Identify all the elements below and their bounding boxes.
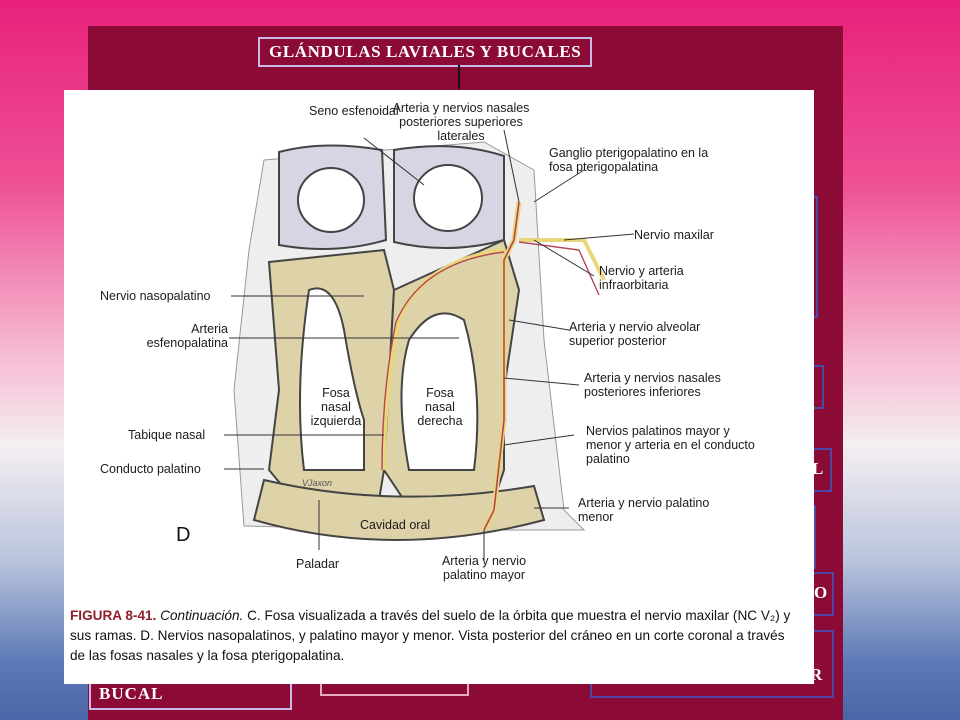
box-bucal-label: BUCAL [99,684,164,703]
artery-infraorbital [518,241,600,296]
label-nasales-posteriores-inferiores: Arteria y nervios nasales posteriores in… [584,371,721,399]
slide-title: GLÁNDULAS LAVIALES Y BUCALES [258,37,593,67]
box-right-3-label: L [812,459,825,478]
panel-letter: D [176,524,191,546]
label-nervio-nasopalatino: Nervio nasopalatino [100,289,211,303]
artery-nasopalatine [381,251,505,471]
label-paladar: Paladar [296,557,340,571]
figure-caption: FIGURA 8-41. Continuación. C. Fosa visua… [70,606,802,666]
label-tabique-nasal: Tabique nasal [128,428,206,442]
label-ganglio: Ganglio pterigopalatino en la fosa pteri… [549,146,709,174]
caption-label: FIGURA 8-41. [70,608,157,623]
leader-lines [224,129,635,560]
illustrator-signature: VJaxon [302,478,333,488]
label-fosa-izquierda: Fosa nasal izquierda [310,386,362,428]
title-connector-line [458,65,460,89]
label-palatinos-mayor-menor: Nervios palatinos mayor y menor y arteri… [586,424,755,466]
label-cavidad-oral: Cavidad oral [360,518,431,532]
label-alveolar-superior-posterior: Arteria y nervio alveolar superior poste… [569,320,701,348]
label-arteria-esfenopalatina: Arteria esfenopalatina [146,322,228,350]
nerve-maxillary [519,238,606,281]
label-arteria-palatino-menor: Arteria y nervio palatino menor [578,496,710,524]
label-conducto-palatino: Conducto palatino [100,462,201,476]
artery-main [483,201,520,531]
anatomy-illustration [224,129,635,560]
sinus-cavity-right [413,164,483,232]
label-arteria-nasales-superiores: Arteria y nervios nasales posteriores su… [392,101,530,143]
left-fossa [299,287,365,471]
label-nervio-arteria-infraorbitaria: Nervio y arteria infraorbitaria [599,264,684,292]
caption-continuation: Continuación. [160,608,244,623]
label-arteria-palatino-mayor: Arteria y nervio palatino mayor [441,554,527,582]
anatomy-figure: Seno esfenoidal Arteria y nervios nasale… [64,90,814,684]
label-nervio-maxilar: Nervio maxilar [634,228,714,242]
sinus-cavity-left [297,167,365,233]
palate [252,478,546,541]
box-right-5-label: O [814,583,829,602]
label-fosa-derecha: Fosa nasal derecha [417,386,463,428]
right-fossa [400,312,479,471]
caption-text: C. Fosa visualizada a través del suelo d… [70,608,791,663]
nerve-nasopalatine [382,248,505,471]
label-seno-esfenoidal: Seno esfenoidal [309,104,399,118]
